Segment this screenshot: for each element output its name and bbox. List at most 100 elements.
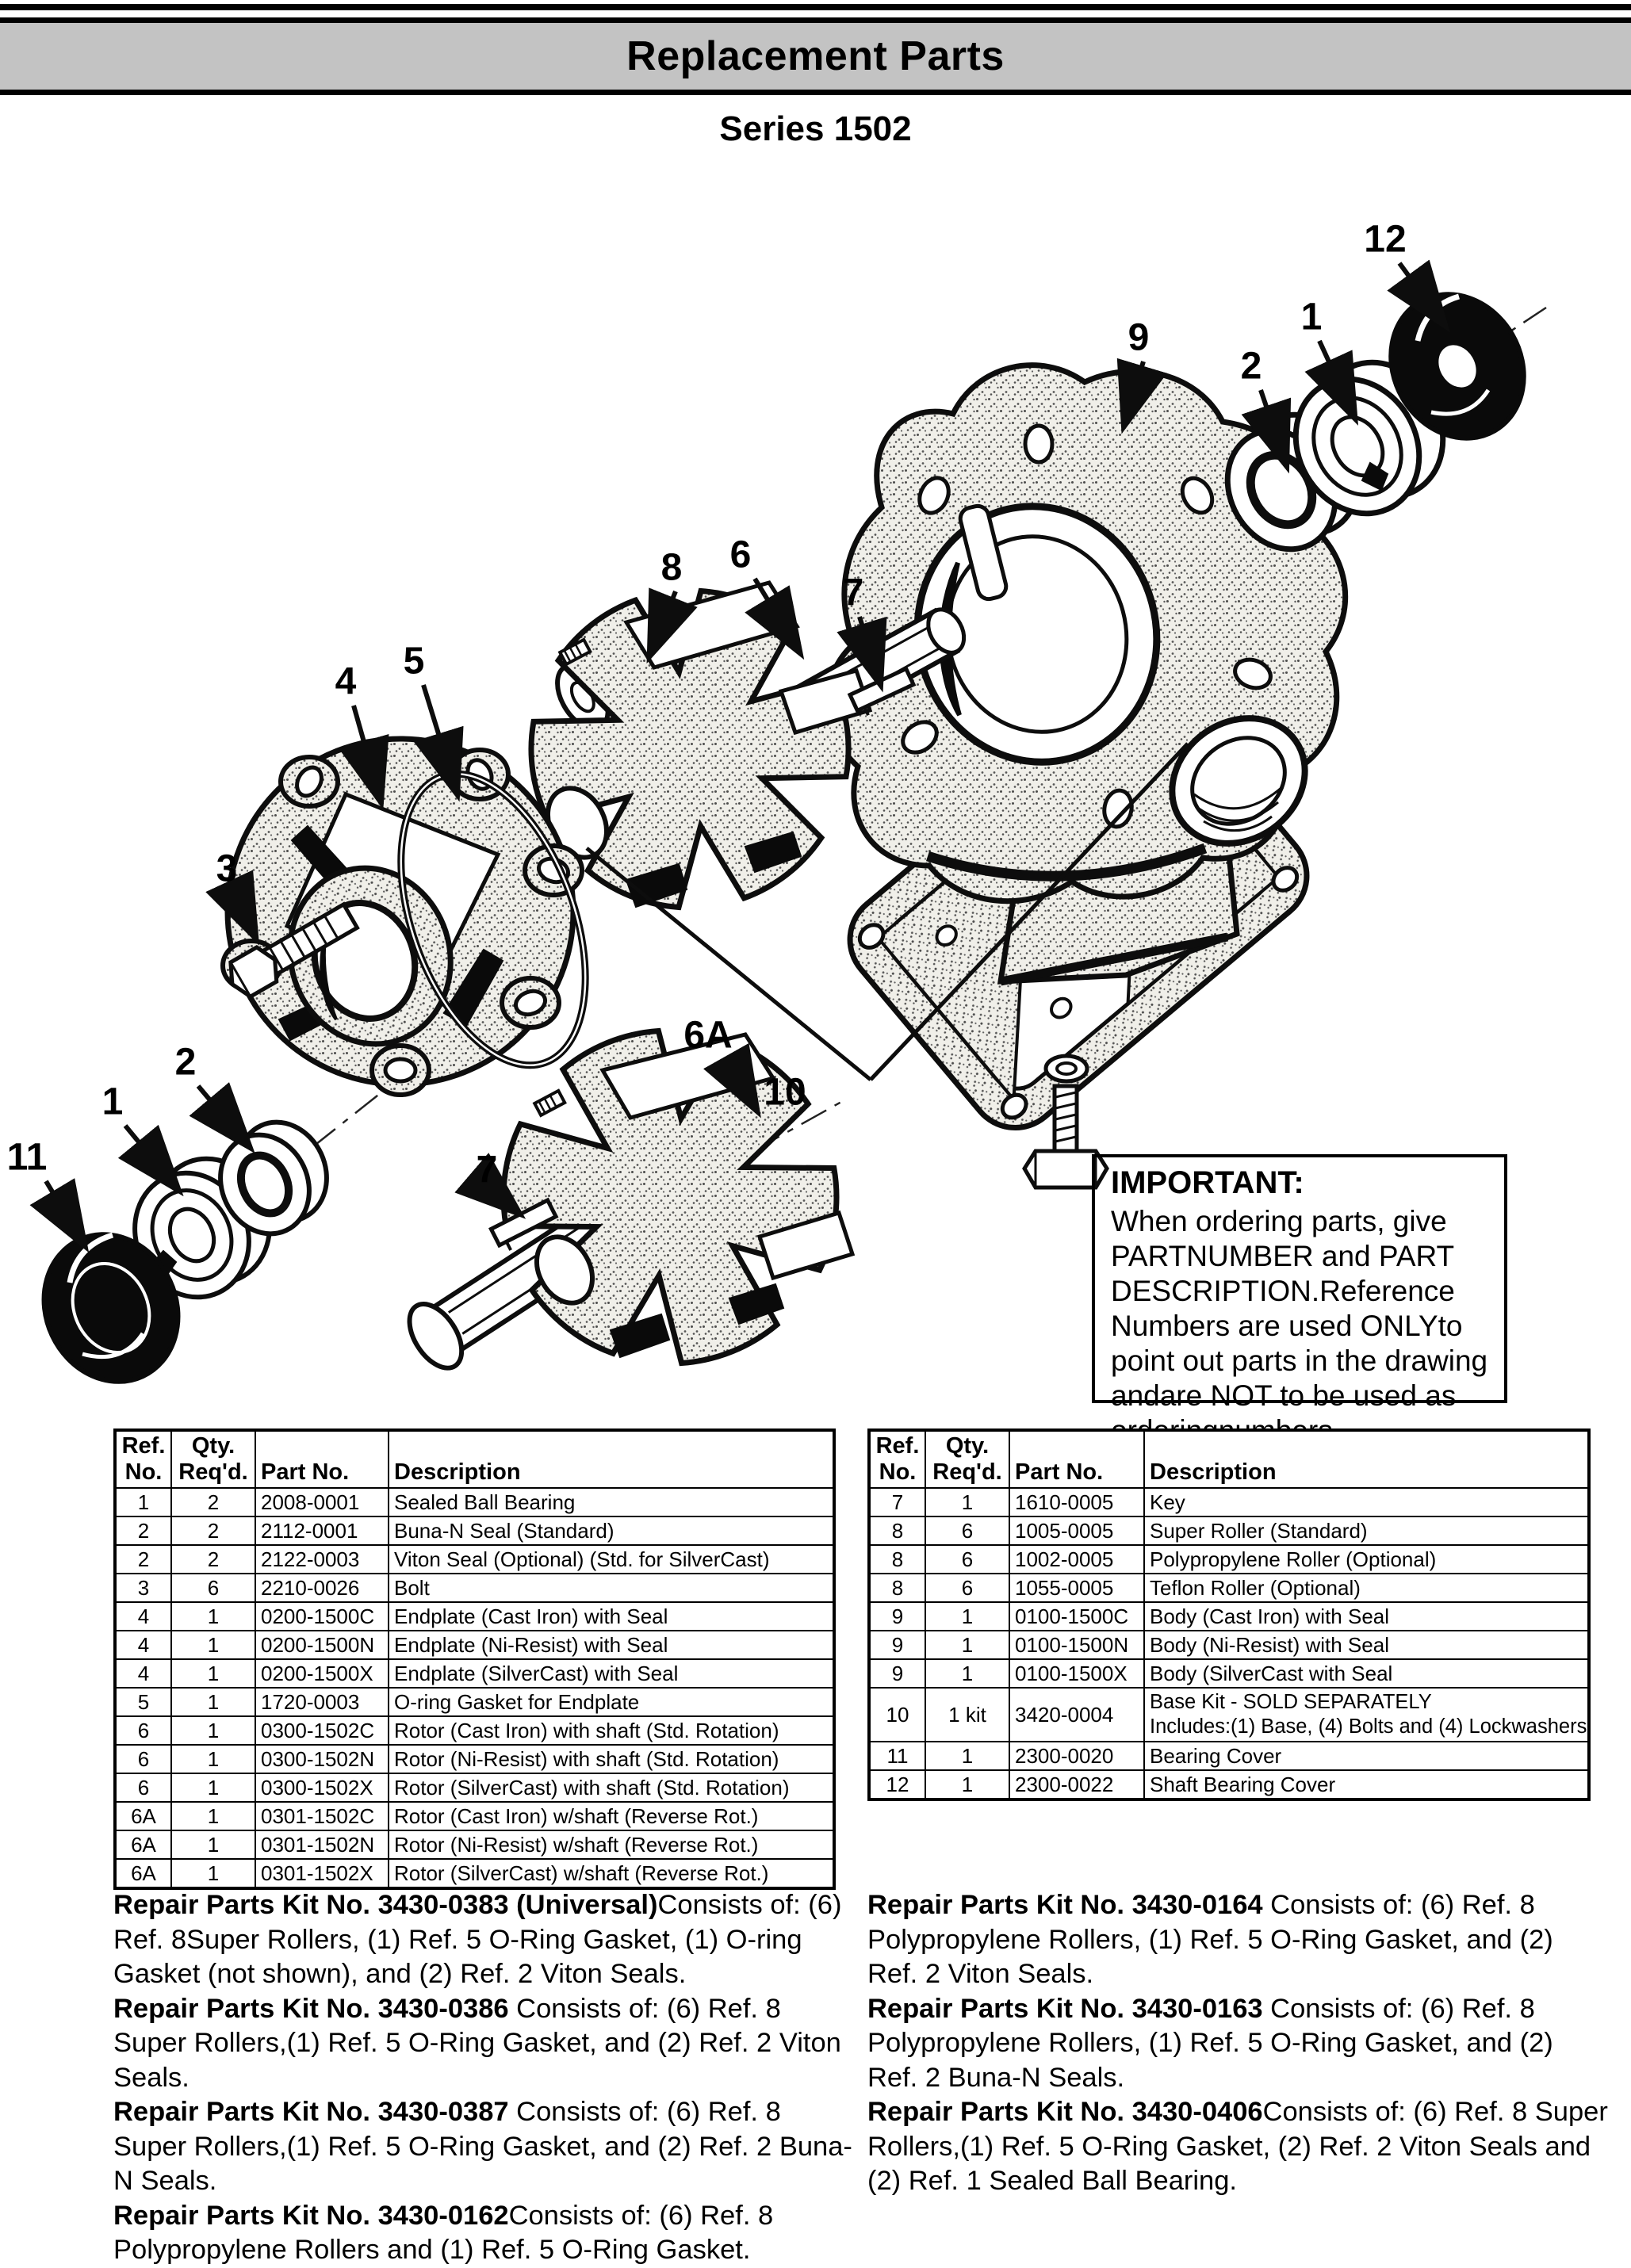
cell-description: O-ring Gasket for Endplate bbox=[388, 1687, 835, 1717]
cell: 1 bbox=[925, 1601, 1010, 1631]
callout-arrow-8 bbox=[646, 587, 698, 664]
cell: 0300-1502C bbox=[255, 1715, 389, 1746]
cell: 0301-1502N bbox=[255, 1830, 389, 1860]
cell: 1 bbox=[170, 1744, 256, 1774]
callout-arrow-12 bbox=[1387, 259, 1451, 333]
cell-description: Rotor (Cast Iron) w/shaft (Reverse Rot.) bbox=[388, 1801, 835, 1831]
cell: 1 bbox=[170, 1830, 256, 1860]
cell: 9 bbox=[868, 1658, 926, 1689]
cell: 1 bbox=[170, 1801, 256, 1831]
cell-description: Endplate (Ni-Resist) with Seal bbox=[388, 1630, 835, 1660]
cell: 4 bbox=[114, 1658, 172, 1689]
cell: 0301-1502X bbox=[255, 1858, 389, 1889]
cell: 8 bbox=[868, 1516, 926, 1546]
cell-description: Shaft Bearing Cover bbox=[1143, 1769, 1590, 1800]
column-header: Qty.Req'd. bbox=[170, 1429, 256, 1489]
callout-label-9: 9 bbox=[1128, 317, 1150, 359]
callout-label-6A: 6A bbox=[683, 1015, 732, 1057]
cell: 1 bbox=[925, 1630, 1010, 1660]
cell: 0200-1500C bbox=[255, 1601, 389, 1631]
callout-arrow-5 bbox=[413, 684, 464, 802]
cell: 4 bbox=[114, 1630, 172, 1660]
cell: 8 bbox=[868, 1544, 926, 1574]
cell-description: Endplate (Cast Iron) with Seal bbox=[388, 1601, 835, 1631]
cell: 3 bbox=[114, 1573, 172, 1603]
cell-description: Endplate (SilverCast) with Seal bbox=[388, 1658, 835, 1689]
column-header: Part No. bbox=[1009, 1429, 1145, 1489]
cell: 2210-0026 bbox=[255, 1573, 389, 1603]
seal-part-left bbox=[218, 1119, 329, 1237]
cell: 1 bbox=[170, 1630, 256, 1660]
cell-description: Buna-N Seal (Standard) bbox=[388, 1516, 835, 1546]
callout-arrow-6 bbox=[745, 577, 805, 660]
repair-kit-paragraph: Repair Parts Kit No. 3430-0387 Consists … bbox=[113, 2097, 852, 2196]
title-bar: Replacement Parts bbox=[0, 17, 1631, 95]
cell: 6 bbox=[114, 1744, 172, 1774]
cell: 9 bbox=[868, 1630, 926, 1660]
cell: 2 bbox=[170, 1487, 256, 1517]
cell: 2 bbox=[170, 1544, 256, 1574]
callout-arrow-3 bbox=[205, 870, 260, 946]
cell: 1 bbox=[925, 1487, 1010, 1517]
callout-label-12: 12 bbox=[1364, 219, 1406, 261]
cell: 2 bbox=[114, 1516, 172, 1546]
callout-arrow-1 bbox=[1304, 339, 1358, 426]
important-line: When ordering parts, give bbox=[1111, 1205, 1447, 1237]
callout-label-5: 5 bbox=[404, 641, 425, 683]
cell: 1 bbox=[925, 1769, 1010, 1800]
important-line: andare NOT to be used as bbox=[1111, 1379, 1457, 1412]
cell: 6 bbox=[925, 1516, 1010, 1546]
page-title: Replacement Parts bbox=[626, 33, 1005, 79]
repair-kits-text-left: Repair Parts Kit No. 3430-0383 (Universa… bbox=[113, 1888, 855, 2268]
cell-description: Body (Ni-Resist) with Seal bbox=[1143, 1630, 1590, 1660]
cell: 3420-0004 bbox=[1009, 1687, 1145, 1742]
repair-kits-text-right: Repair Parts Kit No. 3430-0164 Consists … bbox=[867, 1888, 1609, 2199]
cell-description: Rotor (Ni-Resist) w/shaft (Reverse Rot.) bbox=[388, 1830, 835, 1860]
cell-description: Teflon Roller (Optional) bbox=[1143, 1573, 1590, 1603]
important-line: point out parts in the drawing bbox=[1111, 1344, 1488, 1377]
important-line: Numbers are used ONLYto bbox=[1111, 1310, 1463, 1342]
repair-kit-paragraph: Repair Parts Kit No. 3430-0164 Consists … bbox=[867, 1890, 1553, 1989]
cell: 6A bbox=[114, 1858, 172, 1889]
cell: 0200-1500X bbox=[255, 1658, 389, 1689]
callout-label-4: 4 bbox=[335, 661, 357, 703]
repair-kit-paragraph: Repair Parts Kit No. 3430-0406Consists o… bbox=[867, 2097, 1608, 2196]
cell: 1610-0005 bbox=[1009, 1487, 1145, 1517]
cell-description: Rotor (SilverCast) w/shaft (Reverse Rot.… bbox=[388, 1858, 835, 1889]
cell: 8 bbox=[868, 1573, 926, 1603]
cell: 1720-0003 bbox=[255, 1687, 389, 1717]
cell: 6 bbox=[114, 1773, 172, 1803]
column-header: Description bbox=[388, 1429, 835, 1489]
cell-description: Rotor (Ni-Resist) with shaft (Std. Rotat… bbox=[388, 1744, 835, 1774]
callout-label-2: 2 bbox=[1241, 346, 1262, 388]
repair-kit-paragraph: Repair Parts Kit No. 3430-0162Consists o… bbox=[113, 2200, 774, 2266]
cell: 9 bbox=[868, 1601, 926, 1631]
cell-description: Rotor (SilverCast) with shaft (Std. Rota… bbox=[388, 1773, 835, 1803]
cell: 1002-0005 bbox=[1009, 1544, 1145, 1574]
callout-arrow-7 bbox=[837, 616, 887, 693]
cell: 1 bbox=[170, 1601, 256, 1631]
callout-arrow-9 bbox=[1116, 358, 1168, 434]
cell: 10 bbox=[868, 1687, 926, 1742]
callout-arrow-2 bbox=[1241, 389, 1292, 474]
base-kit-leader-line bbox=[585, 847, 872, 1081]
cell: 2300-0022 bbox=[1009, 1769, 1145, 1800]
cell: 2 bbox=[114, 1544, 172, 1574]
cell: 2 bbox=[170, 1516, 256, 1546]
column-header: Ref.No. bbox=[114, 1429, 172, 1489]
cell: 1 bbox=[925, 1658, 1010, 1689]
cell: 2112-0001 bbox=[255, 1516, 389, 1546]
callout-label-7: 7 bbox=[477, 1149, 498, 1191]
callout-arrow-2 bbox=[189, 1082, 255, 1154]
